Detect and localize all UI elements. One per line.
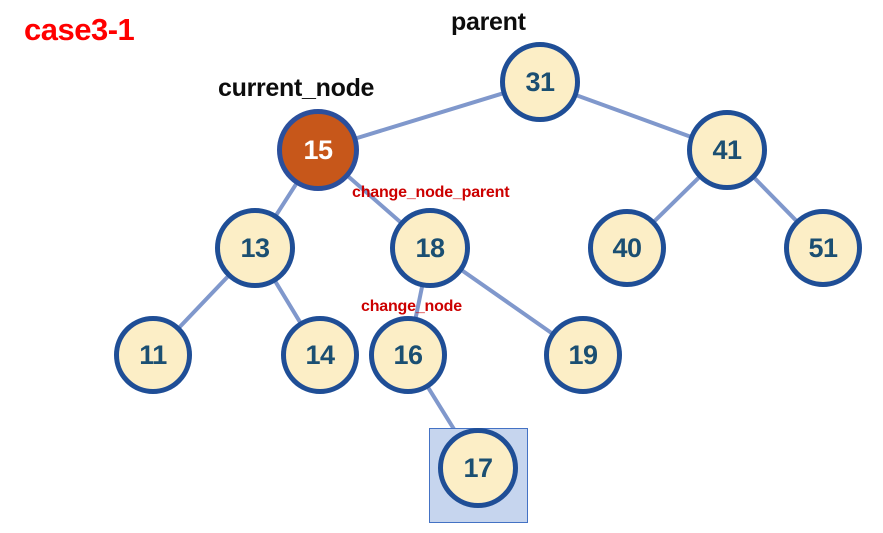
tree-node-17[interactable]: 17 [438,428,518,508]
tree-node-14[interactable]: 14 [281,316,359,394]
tree-edge [271,177,302,222]
tree-node-31[interactable]: 31 [500,42,580,122]
tree-edge [412,279,426,325]
tree-node-40[interactable]: 40 [588,209,666,287]
tree-node-41[interactable]: 41 [687,110,767,190]
tree-node-19[interactable]: 19 [544,316,622,394]
tree-edge [349,89,510,142]
label-parent: parent [451,8,526,36]
tree-node-18[interactable]: 18 [390,208,470,288]
label-title: case3-1 [24,12,135,47]
tree-edge [342,171,407,228]
tree-edge [173,270,234,334]
label-current-node: current_node [218,74,375,102]
tree-node-13[interactable]: 13 [215,208,295,288]
tree-edge [569,91,698,141]
tree-edge [455,265,558,339]
label-change-node-parent: change_node_parent [352,184,510,201]
tree-node-11[interactable]: 11 [114,316,192,394]
tree-edge [748,172,802,227]
tree-node-51[interactable]: 51 [784,209,862,287]
tree-edge [270,275,305,329]
tree-edge [648,171,705,227]
label-change-node: change_node [361,298,462,315]
tree-node-16[interactable]: 16 [369,316,447,394]
tree-node-15[interactable]: 15 [277,109,359,191]
